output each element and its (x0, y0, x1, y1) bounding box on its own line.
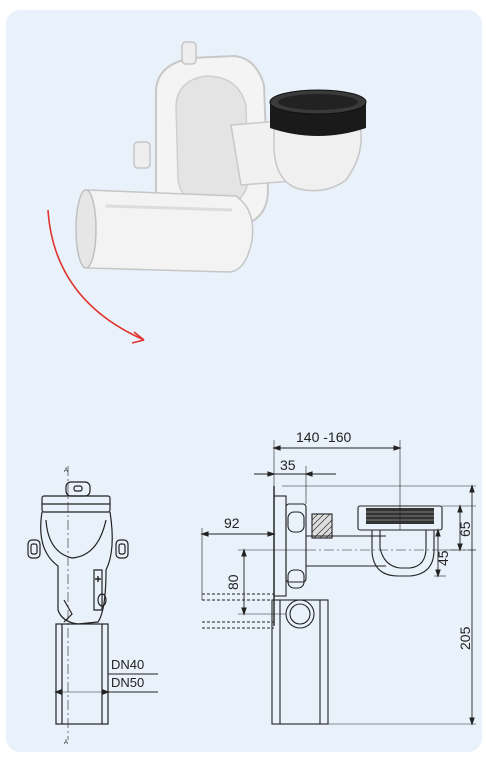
dimension-65: 65 (457, 521, 473, 537)
product-card: A A DN40 DN50 (6, 10, 482, 752)
section-mark-bottom: A (64, 740, 68, 746)
dimension-92: 92 (224, 515, 240, 531)
dn40-label: DN40 (111, 657, 144, 672)
dimension-80: 80 (225, 574, 241, 590)
dn50-label: DN50 (111, 675, 144, 690)
product-illustration: A A DN40 DN50 (27, 41, 476, 746)
dimension-45: 45 (435, 550, 451, 566)
section-mark-top: A (64, 468, 68, 474)
front-view-drawing (200, 440, 476, 726)
side-view-drawing (27, 466, 158, 740)
dimension-140-160: 140 -160 (296, 429, 351, 445)
siphon-trap-photo (47, 41, 367, 344)
dimension-35: 35 (280, 457, 296, 473)
dimension-205: 205 (457, 626, 473, 650)
